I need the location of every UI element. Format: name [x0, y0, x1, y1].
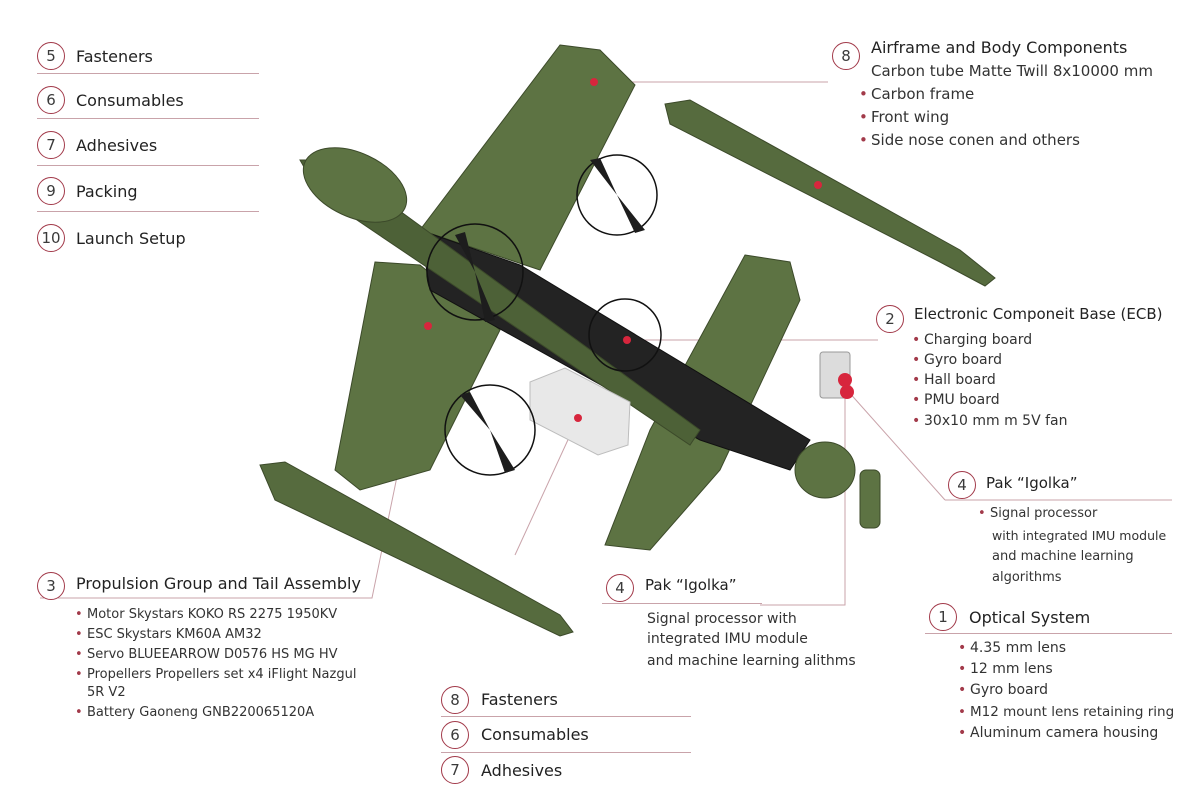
- battery: [529, 367, 631, 456]
- divider: [925, 633, 1172, 634]
- callout-title: Propulsion Group and Tail Assembly: [76, 574, 361, 593]
- text-line: with integrated IMU module: [992, 528, 1167, 543]
- list-number: 7: [441, 756, 469, 784]
- callout-number: 1: [929, 603, 957, 631]
- list-label: Launch Setup: [76, 229, 186, 248]
- list-number: 6: [441, 721, 469, 749]
- text-line: Signal processor with: [647, 611, 797, 627]
- divider: [37, 73, 259, 74]
- text-line: and machine learning alithms: [647, 653, 856, 669]
- callout-number: 8: [832, 42, 860, 70]
- prop-guard-2: [426, 223, 524, 321]
- list-item: •30x10 mm m 5V fan: [912, 413, 1068, 429]
- list-label: Consumables: [76, 91, 184, 110]
- marker-ecb: [623, 336, 631, 344]
- propeller-3: [460, 392, 515, 473]
- text-line: algorithms: [992, 570, 1062, 585]
- list-item: •12 mm lens: [958, 661, 1053, 677]
- divider: [602, 603, 762, 604]
- callout-title: Electronic Componeit Base (ECB): [914, 305, 1163, 323]
- list-item: •Aluminum camera housing: [958, 725, 1159, 741]
- list-number: 6: [37, 86, 65, 114]
- rear-nose-cone: [302, 147, 408, 223]
- list-label: Fasteners: [481, 690, 558, 709]
- list-item: •Charging board: [912, 332, 1033, 348]
- main-wing-upper: [419, 44, 636, 271]
- callout-number: 3: [37, 572, 65, 600]
- list-label: Adhesives: [76, 136, 158, 155]
- list-item: •Gyro board: [912, 352, 1003, 368]
- list-item: •Side nose conen and others: [859, 131, 1080, 149]
- text-line: 5R V2: [87, 685, 126, 700]
- camera-pod: [794, 441, 856, 499]
- callout-number: 2: [876, 305, 904, 333]
- callout-number: 4: [606, 574, 634, 602]
- list-item: •Servo BLUEEARROW D0576 HS MG HV: [75, 647, 338, 662]
- front-wing-right: [664, 99, 996, 287]
- text-line: and machine learning: [992, 549, 1134, 564]
- front-wing-left: [259, 461, 574, 637]
- propeller-2: [455, 232, 495, 322]
- propeller-1: [590, 158, 645, 233]
- marker-propulsion: [424, 322, 432, 330]
- list-item: •Propellers Propellers set x4 iFlight Na…: [75, 667, 357, 682]
- list-number: 8: [441, 686, 469, 714]
- list-item: •Signal processor: [978, 506, 1098, 521]
- list-item: •Gyro board: [958, 682, 1049, 698]
- list-label: Packing: [76, 182, 138, 201]
- callout-subtitle: Carbon tube Matte Twill 8x10000 mm: [871, 62, 1153, 80]
- list-item: •Motor Skystars KOKO RS 2275 1950KV: [75, 607, 338, 622]
- callout-number: 4: [948, 471, 976, 499]
- marker-igolka-1: [838, 373, 852, 387]
- marker-igolka-2: [840, 385, 854, 399]
- list-item: •PMU board: [912, 392, 1000, 408]
- list-number: 9: [37, 177, 65, 205]
- list-item: •ESC Skystars KM60A AM32: [75, 627, 262, 642]
- callout-line-pak-right: [846, 389, 946, 501]
- divider: [441, 752, 691, 753]
- camera-cover: [859, 469, 881, 529]
- list-item: •Hall board: [912, 372, 996, 388]
- divider: [441, 716, 691, 717]
- list-item: •Carbon frame: [859, 85, 975, 103]
- prop-guard-3: [588, 298, 662, 372]
- list-item: •Front wing: [859, 108, 950, 126]
- list-label: Adhesives: [481, 761, 563, 780]
- list-number: 7: [37, 131, 65, 159]
- marker-battery: [574, 414, 582, 422]
- list-item: •Battery Gaoneng GNB220065120A: [75, 705, 315, 720]
- list-label: Consumables: [481, 725, 589, 744]
- callout-title: Pak “Igolka”: [645, 576, 737, 594]
- list-item: •4.35 mm lens: [958, 640, 1067, 656]
- callout-line-battery: [514, 417, 579, 556]
- list-number: 5: [37, 42, 65, 70]
- divider: [37, 165, 259, 166]
- marker-airframe: [590, 78, 598, 86]
- main-wing-left: [334, 261, 501, 491]
- callout-title: Optical System: [969, 608, 1091, 627]
- divider: [37, 118, 259, 119]
- text-line: integrated IMU module: [647, 631, 808, 647]
- list-number: 10: [37, 224, 65, 252]
- callout-title: Pak “Igolka”: [986, 474, 1078, 492]
- marker-front-wing: [814, 181, 822, 189]
- callout-title: Airframe and Body Components: [871, 38, 1128, 57]
- divider: [37, 211, 259, 212]
- prop-guard-1: [576, 154, 658, 236]
- list-label: Fasteners: [76, 47, 153, 66]
- prop-guard-4: [444, 384, 536, 476]
- list-item: •M12 mount lens retaining ring: [958, 704, 1175, 720]
